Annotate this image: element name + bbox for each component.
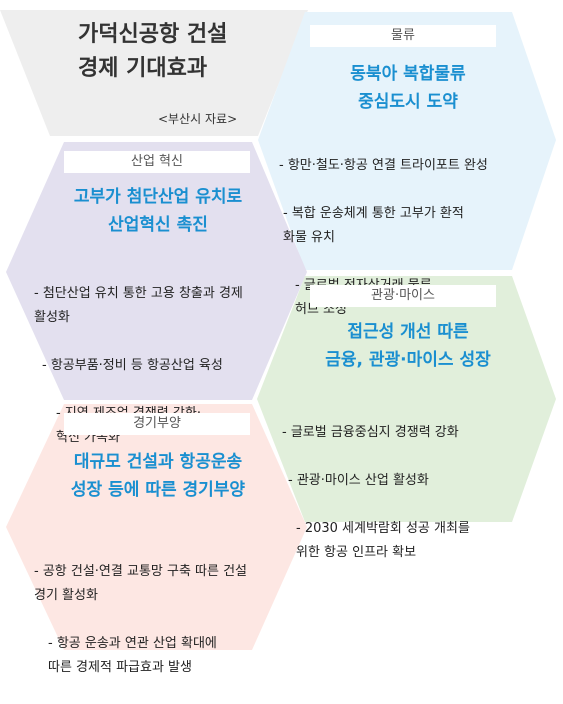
industry-items: - 첨단산업 유치 통한 고용 창출과 경제 활성화 - 항공부품·정비 등 항… bbox=[34, 258, 304, 474]
industry-hexagon bbox=[6, 142, 307, 400]
boom-item: - 항공 운송과 연관 산업 확대에 따른 경제적 파급효과 발생 bbox=[48, 636, 217, 675]
tourism-item: - 글로벌 금융중심지 경쟁력 강화 bbox=[282, 425, 459, 440]
page-title: 가덕신공항 건설 경제 기대효과 bbox=[78, 22, 228, 81]
boom-hexagon bbox=[6, 404, 307, 650]
boom-tag: 경기부양 bbox=[64, 413, 250, 435]
logistics-hexagon bbox=[258, 12, 556, 270]
industry-item: - 항공부품·정비 등 항공산업 육성 bbox=[42, 358, 223, 373]
logistics-tag: 물류 bbox=[310, 25, 496, 47]
logistics-items: - 항만·철도·항공 연결 트라이포트 완성 - 복합 운송체계 통한 고부가 … bbox=[279, 130, 549, 346]
logistics-item: - 항만·철도·항공 연결 트라이포트 완성 bbox=[279, 158, 488, 173]
hexagon-background bbox=[0, 10, 556, 650]
logistics-item: - 복합 운송체계 통한 고부가 환적 화물 유치 bbox=[283, 206, 464, 245]
industry-tag: 산업 혁신 bbox=[64, 151, 250, 173]
source-note: <부산시 자료> bbox=[158, 112, 238, 126]
tourism-items: - 글로벌 금융중심지 경쟁력 강화 - 관광·마이스 산업 활성화 - 203… bbox=[282, 397, 547, 589]
boom-items: - 공항 건설·연결 교통망 구축 따른 건설 경기 활성화 - 항공 운송과 … bbox=[34, 536, 304, 704]
tourism-item: - 2030 세계박람회 성공 개최를 위한 항공 인프라 확보 bbox=[296, 521, 470, 560]
tourism-item: - 관광·마이스 산업 활성화 bbox=[288, 473, 429, 488]
title-hexagon bbox=[0, 10, 308, 136]
boom-heading: 대규모 건설과 항공운송 성장 등에 따른 경기부양 bbox=[70, 452, 246, 500]
logistics-heading: 동북아 복합물류 중심도시 도약 bbox=[350, 64, 466, 112]
tourism-hexagon bbox=[257, 276, 556, 522]
industry-item: - 첨단산업 유치 통한 고용 창출과 경제 활성화 bbox=[34, 286, 243, 325]
industry-heading: 고부가 첨단산업 유치로 산업혁신 촉진 bbox=[73, 187, 243, 235]
boom-item: - 공항 건설·연결 교통망 구축 따른 건설 경기 활성화 bbox=[34, 564, 248, 603]
tourism-heading: 접근성 개선 따른 금융, 관광·마이스 성장 bbox=[325, 322, 491, 370]
tourism-tag: 관광·마이스 bbox=[310, 285, 496, 307]
